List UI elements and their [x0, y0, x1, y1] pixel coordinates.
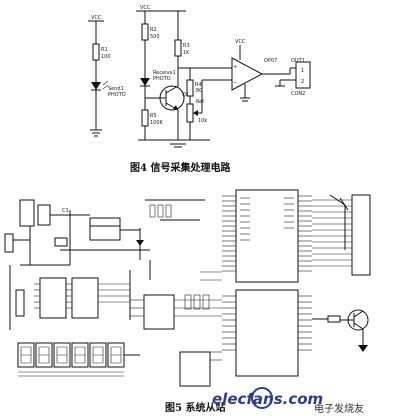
r3-value: 1K — [183, 50, 190, 56]
resistor-r5 — [141, 109, 149, 127]
out-label: OUT1 — [291, 58, 305, 64]
watermark-sub: 电子发烧友 — [314, 402, 364, 415]
r2-label: R2 — [150, 27, 157, 33]
resistor-pack — [15, 289, 25, 317]
r3-label: R3 — [183, 43, 190, 49]
rel-label: Rel — [196, 99, 204, 105]
figure4-caption: 图4 信号采集处理电路 — [130, 161, 231, 174]
watermark-brand: elecfans.com — [212, 390, 323, 408]
ic-buffer — [179, 351, 211, 387]
r2-value: 500 — [150, 34, 160, 40]
elecfans-watermark: elecfans.com 电子发烧友 — [212, 387, 364, 415]
connector-bank-right — [351, 194, 371, 276]
r1-label: R1 — [101, 47, 108, 53]
r4-label: R4 — [195, 82, 202, 88]
receive-label: Receive1 — [153, 70, 176, 76]
send-type: PHOTO — [108, 92, 126, 98]
vcc-label-2: VCC — [140, 5, 151, 11]
ic-latch-2 — [71, 277, 99, 319]
r1-value: 100 — [101, 54, 111, 60]
resistor-r1 — [92, 43, 100, 61]
figure4-schematic: VCC R1 100 Send1 PHOTO VCC R2 500 Receiv… — [88, 5, 311, 148]
figure5-schematic: C1 — [4, 189, 371, 387]
receive-type: PHOTO — [153, 76, 171, 82]
svg-text:C1: C1 — [62, 208, 69, 214]
send-led-icon — [91, 82, 101, 90]
buzzer-led-icon — [358, 345, 368, 352]
receive-photodiode-icon — [140, 78, 150, 86]
r5-label: R5 — [150, 113, 157, 119]
vcc-label-1: VCC — [91, 15, 102, 21]
r5-value: 100K — [150, 120, 164, 126]
svg-text:−: − — [233, 80, 237, 86]
connector-j1 — [4, 233, 14, 253]
con-label: CON2 — [291, 91, 305, 97]
opamp-label: OP07 — [264, 58, 277, 64]
potentiometer-rel — [186, 103, 194, 123]
rel-value: 10k — [198, 118, 207, 124]
seven-segment-displays — [17, 342, 140, 377]
opamp-op07 — [231, 57, 264, 91]
resistor-r3 — [174, 39, 182, 57]
resistor-r2 — [141, 23, 149, 41]
vcc-label-3: VCC — [235, 39, 246, 45]
crystal-block — [37, 204, 51, 226]
ic-regulator — [19, 199, 35, 227]
pin1-label: 1 — [301, 68, 304, 74]
ic-decoder — [143, 294, 175, 330]
pin2-label: 2 — [301, 79, 304, 85]
q1-label: Q1 — [182, 92, 189, 98]
ic-latch-1 — [39, 277, 67, 319]
resistor-array — [136, 199, 205, 280]
ic-driver — [89, 217, 121, 241]
send-label: Send1 — [108, 86, 124, 92]
connector-out1 — [295, 61, 311, 89]
mcu-chip-bottom — [235, 289, 299, 377]
r4-value: 3K — [195, 88, 202, 94]
svg-text:+: + — [233, 64, 237, 70]
figure5-caption: 图5 系统从站 — [165, 401, 225, 414]
